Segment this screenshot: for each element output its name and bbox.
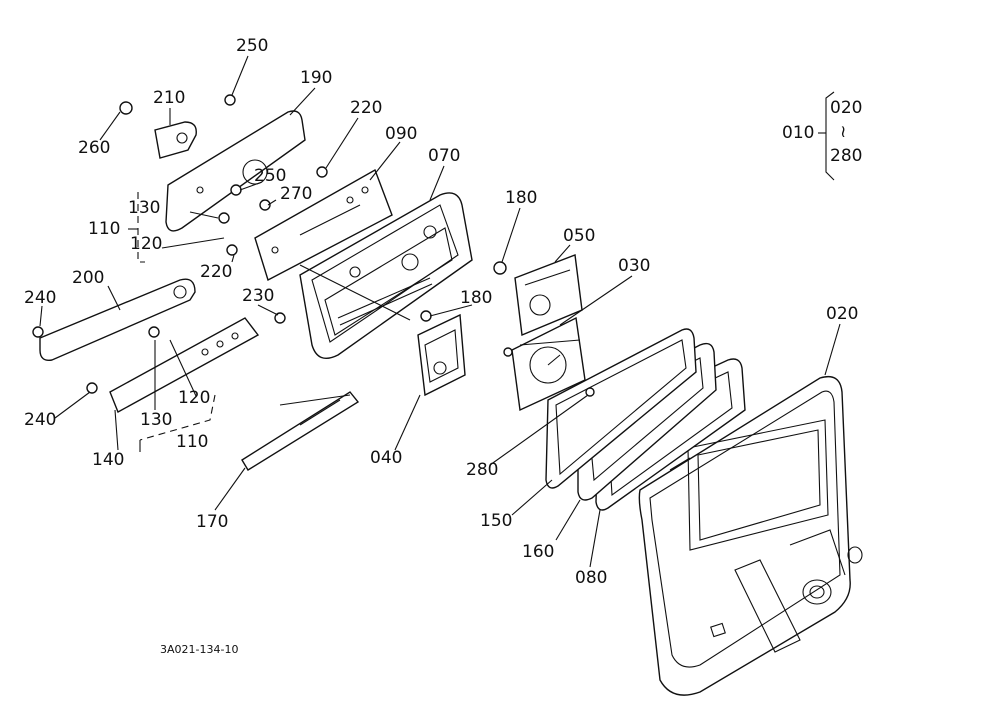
callout-280: 280 — [466, 460, 499, 480]
callout-090: 090 — [385, 124, 418, 144]
callout-220b: 220 — [200, 262, 233, 282]
callout-130a: 130 — [128, 198, 161, 218]
callout-180a: 180 — [505, 188, 538, 208]
assembly-range-start: 020 — [830, 98, 863, 118]
callout-260: 260 — [78, 138, 111, 158]
gasket-150 — [545, 328, 697, 489]
group-brackets-110 — [128, 192, 216, 452]
assembly-range-end: 280 — [830, 146, 863, 166]
gauge-040 — [417, 313, 466, 397]
bar-140 — [109, 317, 260, 413]
callout-070: 070 — [428, 146, 461, 166]
callout-270: 270 — [280, 184, 313, 204]
screws — [32, 94, 595, 397]
callout-110a: 110 — [88, 219, 121, 239]
callout-250b: 250 — [254, 166, 287, 186]
bracket-210 — [154, 121, 197, 159]
circuit-board-090 — [254, 168, 393, 282]
callout-030: 030 — [618, 256, 651, 276]
callout-240b: 240 — [24, 410, 57, 430]
callout-020: 020 — [826, 304, 859, 324]
assembly-range-sep: ≀ — [840, 122, 847, 142]
callout-180b: 180 — [460, 288, 493, 308]
leader-lines — [39, 55, 841, 568]
callout-130b: 130 — [140, 410, 173, 430]
dial-plate-030 — [511, 316, 586, 412]
callout-190: 190 — [300, 68, 333, 88]
callout-150: 150 — [480, 511, 513, 531]
callout-050: 050 — [563, 226, 596, 246]
callout-240a: 240 — [24, 288, 57, 308]
callout-170: 170 — [196, 512, 229, 532]
front-cover-020 — [638, 375, 863, 696]
callout-250a: 250 — [236, 36, 269, 56]
assembly-parent-010: 010 — [782, 123, 815, 143]
callout-040: 040 — [370, 448, 403, 468]
callout-220a: 220 — [350, 98, 383, 118]
callout-080: 080 — [575, 568, 608, 588]
meter-case-070 — [299, 192, 473, 359]
callout-160: 160 — [522, 542, 555, 562]
callout-200: 200 — [72, 268, 105, 288]
callout-140: 140 — [92, 450, 125, 470]
drawing-code: 3A021-134-10 — [160, 643, 239, 656]
assembly-bracket-010 — [818, 91, 835, 181]
callout-120a: 120 — [130, 234, 163, 254]
callout-210: 210 — [153, 88, 186, 108]
callout-230: 230 — [242, 286, 275, 306]
callout-120b: 120 — [178, 388, 211, 408]
callout-110b: 110 — [176, 432, 209, 452]
bar-200 — [39, 278, 196, 361]
strip-170 — [241, 391, 360, 471]
